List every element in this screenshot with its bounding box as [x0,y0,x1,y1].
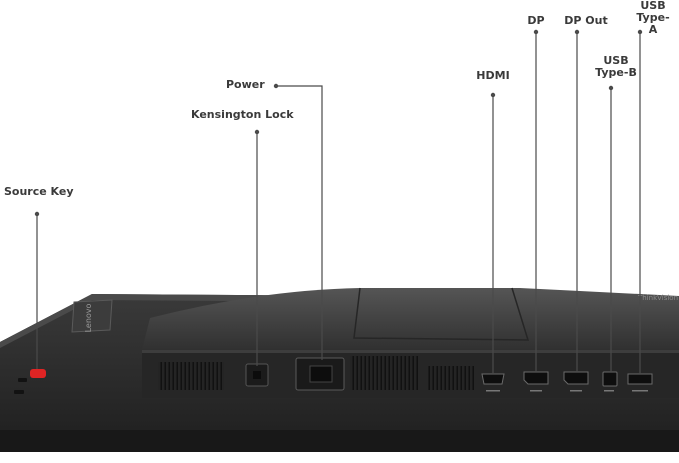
leader-dot-dp-out [575,30,579,34]
port-mark-1 [486,390,500,392]
label-power: Power [226,79,265,91]
hdmi-port [482,374,504,384]
label-usb-type-b: USB Type-B [595,55,637,79]
vent-grille-left [158,362,224,390]
monitor-bottom-edge [0,430,679,452]
usb-type-a-port [628,374,652,384]
lenovo-logo-text: Lenovo [84,303,93,332]
port-mark-5 [632,390,648,392]
port-mark-3 [570,390,582,392]
leader-dot-hdmi [491,93,495,97]
power-socket-inner [310,366,332,382]
leader-dot-kensington-lock [255,130,259,134]
label-hdmi: HDMI [476,70,509,82]
label-dp-out: DP Out [564,15,607,27]
kensington-lock-hole [253,371,261,379]
leader-dot-power [274,84,278,88]
usb-type-b-port [603,372,617,386]
vent-grille-right [428,366,474,390]
dp-port [524,372,548,384]
leader-dot-source-key [35,212,39,216]
leader-dot-usb-type-b [609,86,613,90]
thinkvision-wordmark: ThinkVision [637,294,678,302]
label-kensington-lock: Kensington Lock [191,109,294,121]
vent-grille-mid [350,356,418,390]
label-usb-type-a: USB Type-A [636,0,669,36]
monitor-key-1 [18,378,27,382]
port-strip-top-edge [142,350,679,353]
port-mark-4 [604,390,614,392]
label-source-key: Source Key [4,186,74,198]
port-mark-2 [530,390,542,392]
leader-dot-dp [534,30,538,34]
monitor-key-2 [14,390,24,394]
lenovo-logo: Lenovo [72,300,112,332]
source-key-button [30,369,46,378]
dp-out-port [564,372,588,384]
label-dp: DP [527,15,544,27]
